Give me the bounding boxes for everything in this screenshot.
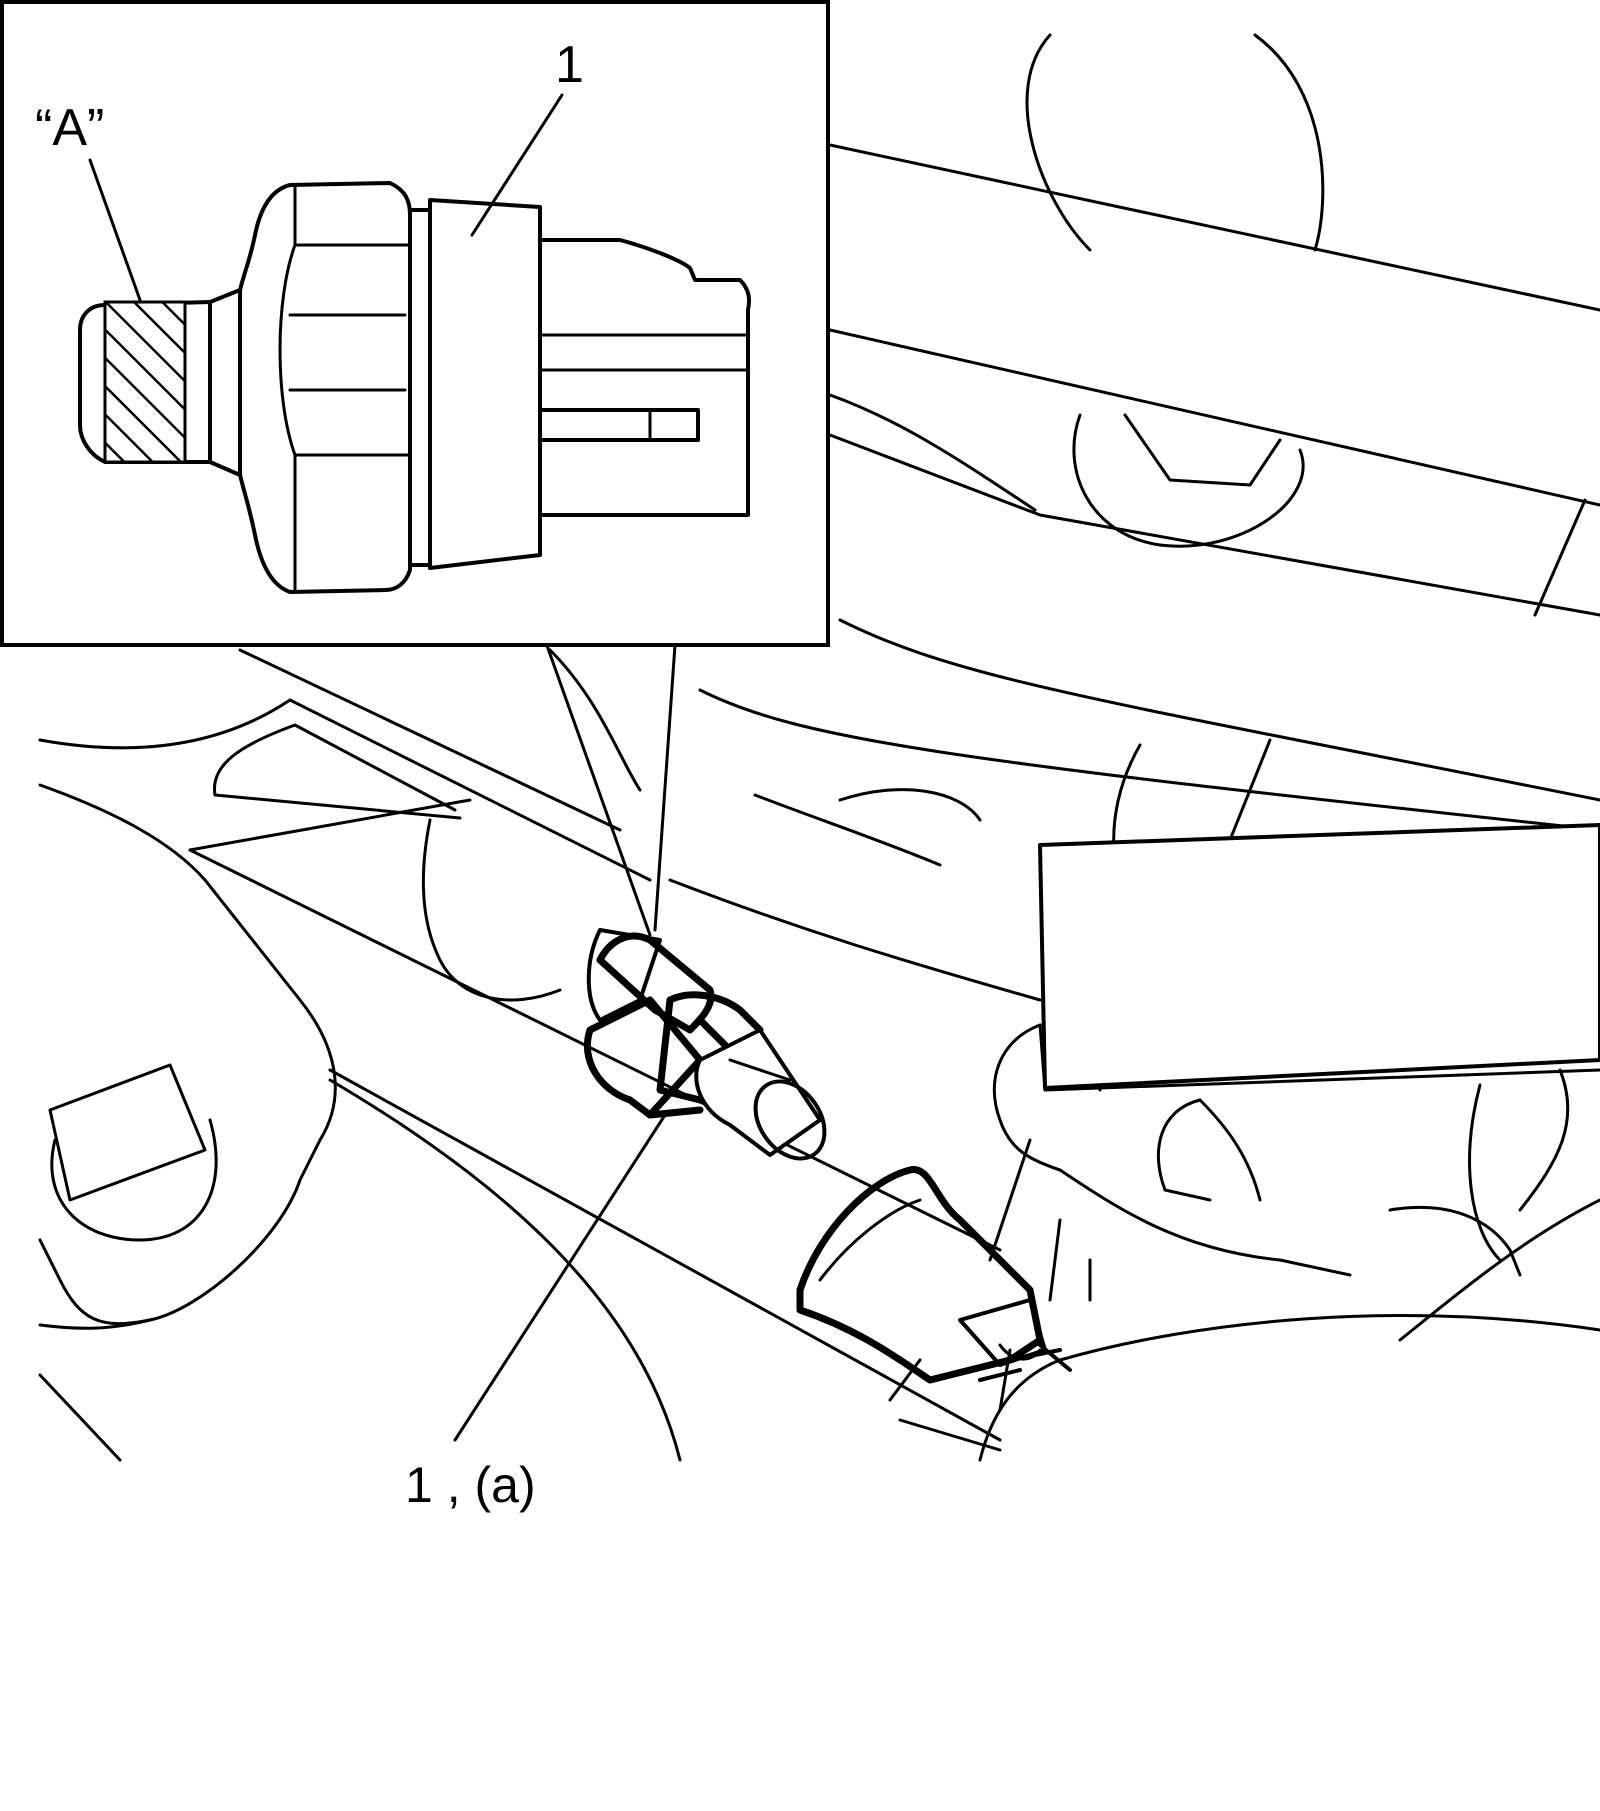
inset-part-callout: 1 [555, 36, 584, 94]
inset-switch-drawing [78, 181, 751, 594]
area-a-label: “A” [35, 99, 104, 157]
connector [796, 1166, 1072, 1384]
main-part-callout: 1 , (a) [405, 1457, 536, 1513]
oil-pressure-switch [583, 928, 827, 1161]
inset-leader-left [543, 638, 652, 937]
engine-background-lines [38, 33, 1600, 1462]
main-leader-line [453, 1113, 667, 1442]
area-a-leader [88, 158, 142, 302]
cover-panel [1038, 823, 1600, 1090]
inset-part-leader [470, 93, 564, 237]
inset-leader-right [653, 643, 677, 932]
area-a-hatch [103, 300, 187, 464]
